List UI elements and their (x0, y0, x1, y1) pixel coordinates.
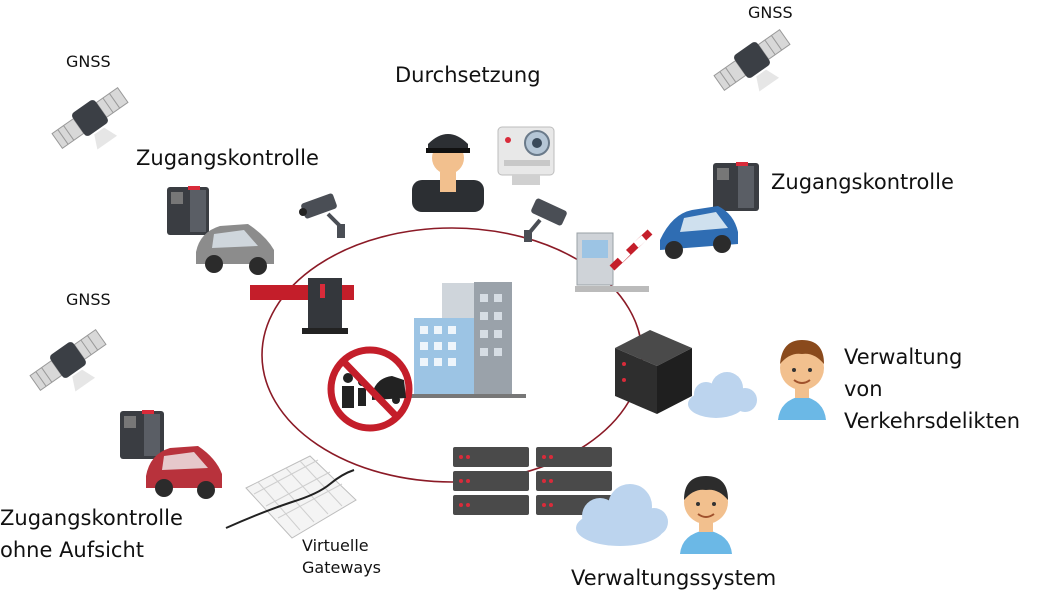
virtual-gateways-line-2: Gateways (302, 558, 382, 577)
enforcement-label: Durchsetzung (395, 63, 541, 87)
car-icon-gray (196, 224, 274, 275)
gnss-label-top-right: GNSS (748, 3, 793, 22)
offence-management-line-1: Verwaltung (844, 345, 963, 369)
offence-management-label: Verwaltung von Verkehrsdelikten (844, 341, 1020, 437)
no-vehicles-sign-icon (327, 346, 413, 432)
boom-barrier-icon-right (609, 229, 653, 271)
unattended-access-label: Zugangskontrolle ohne Aufsicht (0, 502, 183, 566)
access-reader-icon-left (167, 186, 209, 235)
virtual-gateway-map-icon (225, 455, 357, 539)
offence-management-line-3: Verkehrsdelikten (844, 409, 1021, 433)
access-reader-icon-bottom-left (120, 410, 164, 459)
person-icon-admin (680, 476, 732, 554)
cctv-camera-icon-left (299, 193, 345, 238)
virtual-gateways-line-1: Virtuelle (302, 536, 369, 555)
satellite-icon-mid-left (29, 328, 107, 392)
car-icon-red (146, 446, 222, 499)
virtual-gateways-label: Virtuelle Gateways (302, 535, 381, 579)
toll-booth-icon (575, 232, 649, 292)
server-stack-icon-left (453, 447, 529, 515)
car-icon-blue (660, 206, 738, 259)
gnss-label-mid-left: GNSS (66, 290, 111, 309)
access-control-label-right: Zugangskontrolle (771, 170, 954, 194)
server-stack-icon-right (536, 447, 612, 515)
unattended-access-line-1: Zugangskontrolle (0, 506, 183, 530)
access-control-label-left: Zugangskontrolle (136, 146, 319, 170)
boom-barrier-icon-left (250, 278, 354, 334)
admin-system-label: Verwaltungssystem (571, 566, 777, 590)
server-rack-icon-right (615, 330, 692, 414)
person-icon-offences (778, 340, 826, 420)
cloud-icon-right (688, 372, 757, 418)
satellite-icon-top-right (713, 28, 791, 92)
offence-management-line-2: von (844, 377, 883, 401)
unattended-access-line-2: ohne Aufsicht (0, 538, 144, 562)
access-reader-icon-right (713, 162, 759, 211)
satellite-icon-top-left (51, 86, 129, 150)
police-officer-icon (412, 134, 484, 212)
cloud-icon-bottom (576, 484, 668, 546)
building-icon (408, 282, 526, 398)
cctv-camera-icon-right (524, 198, 567, 242)
gnss-label-top-left: GNSS (66, 52, 111, 71)
camera-device-icon (497, 126, 555, 185)
